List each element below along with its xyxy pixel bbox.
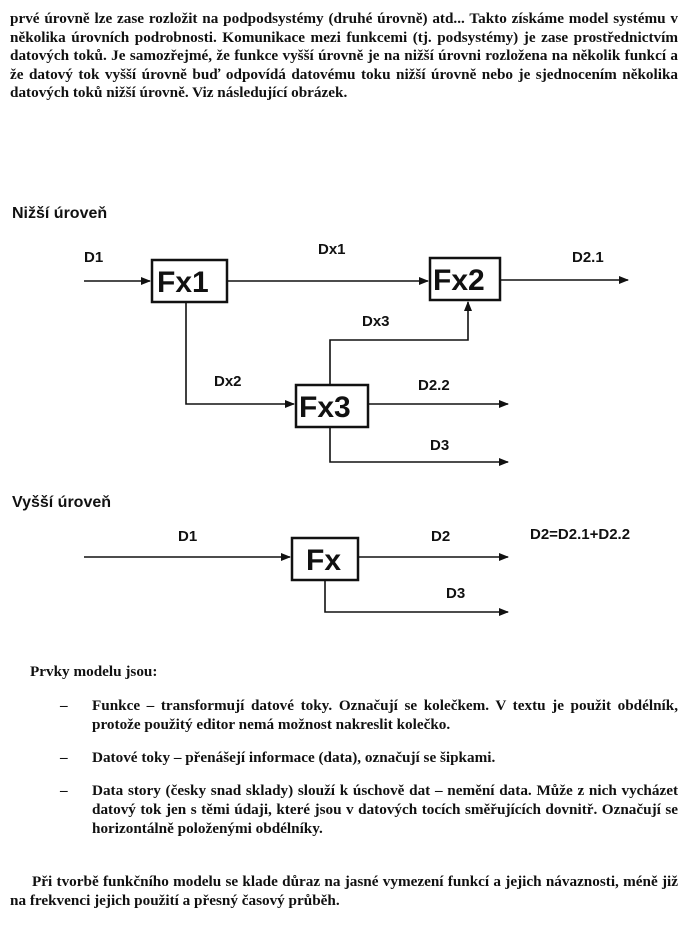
list-item-text: Funkce – transformují datové toky. Označ… — [92, 697, 678, 733]
fx3-box — [294, 383, 370, 429]
intro-paragraph: prvé úrovně lze zase rozložit na podpods… — [10, 10, 678, 102]
elements-title: Prvky modelu jsou: — [30, 663, 158, 680]
flow-d3-arrow — [329, 427, 509, 466]
flow-dx3-arrow — [329, 301, 472, 385]
list-item-text: Datové toky – přenášejí informace (data)… — [92, 749, 496, 766]
list-dash: – — [60, 697, 68, 714]
list-dash: – — [60, 782, 68, 799]
list-item: – Datové toky – přenášejí informace (data… — [60, 748, 678, 767]
label-d22: D2.2 — [418, 377, 450, 394]
lower-level-title: Nižší úroveň — [12, 205, 108, 222]
list-item: – Funkce – transformují datové toky. Ozna… — [60, 696, 678, 734]
label-d1: D1 — [84, 249, 103, 266]
label-dx2: Dx2 — [214, 373, 242, 390]
list-dash: – — [60, 749, 68, 766]
label-d2-higher: D2 — [431, 528, 450, 545]
label-dx1: Dx1 — [318, 241, 346, 258]
label-d21: D2.1 — [572, 249, 604, 266]
fx3-label: Fx3 — [299, 391, 351, 424]
data-flow-diagram: D1 Fx1 Dx1 Fx2 D2.1 Dx3 Dx2 Fx3 D2.2 D3 … — [84, 241, 630, 616]
label-d3: D3 — [430, 437, 449, 454]
flow-d3-higher-arrow — [324, 580, 509, 616]
list-item-text: Data story (česky snad sklady) slouží k … — [92, 782, 678, 837]
fx-label: Fx — [306, 544, 341, 577]
fx2-label: Fx2 — [433, 264, 485, 297]
higher-level-title: Vyšší úroveň — [12, 494, 112, 511]
flow-dx2-arrow — [185, 302, 295, 408]
list-item: – Data story (česky snad sklady) slouží k… — [60, 781, 678, 838]
label-dx3: Dx3 — [362, 313, 390, 330]
equation-label: D2=D2.1+D2.2 — [530, 526, 630, 543]
closing-paragraph: Při tvorbě funkčního modelu se klade důr… — [10, 873, 678, 909]
label-d1-higher: D1 — [178, 528, 197, 545]
elements-list: – Funkce – transformují datové toky. Ozna… — [60, 696, 678, 852]
label-d3-higher: D3 — [446, 585, 465, 602]
fx1-label: Fx1 — [157, 266, 209, 299]
fx2-box — [428, 256, 502, 302]
